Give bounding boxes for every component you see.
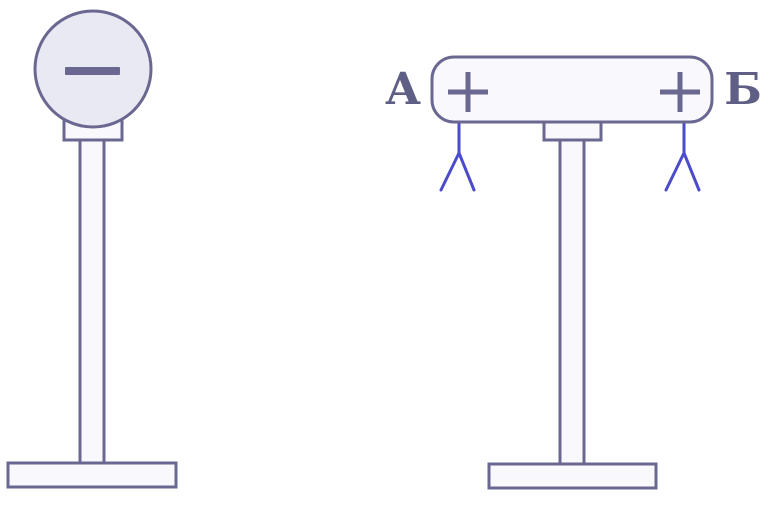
left-stand-base: [6, 461, 178, 489]
left-stand: [6, 9, 178, 489]
right-stand-collar: [542, 119, 603, 142]
right-stand-base: [487, 462, 658, 490]
negative-charge-sign: [65, 67, 120, 75]
conductor-bar: [430, 55, 714, 124]
positive-charge-b: [660, 72, 700, 112]
leaves-end-a: [439, 120, 476, 192]
right-stand-post: [558, 136, 586, 466]
leaves-end-b: [664, 120, 701, 192]
positive-charge-a: [448, 72, 488, 112]
end-label-a: А: [385, 64, 421, 115]
end-label-b: Б: [724, 64, 762, 115]
left-stand-post: [78, 136, 106, 465]
right-stand: А Б: [385, 55, 762, 490]
